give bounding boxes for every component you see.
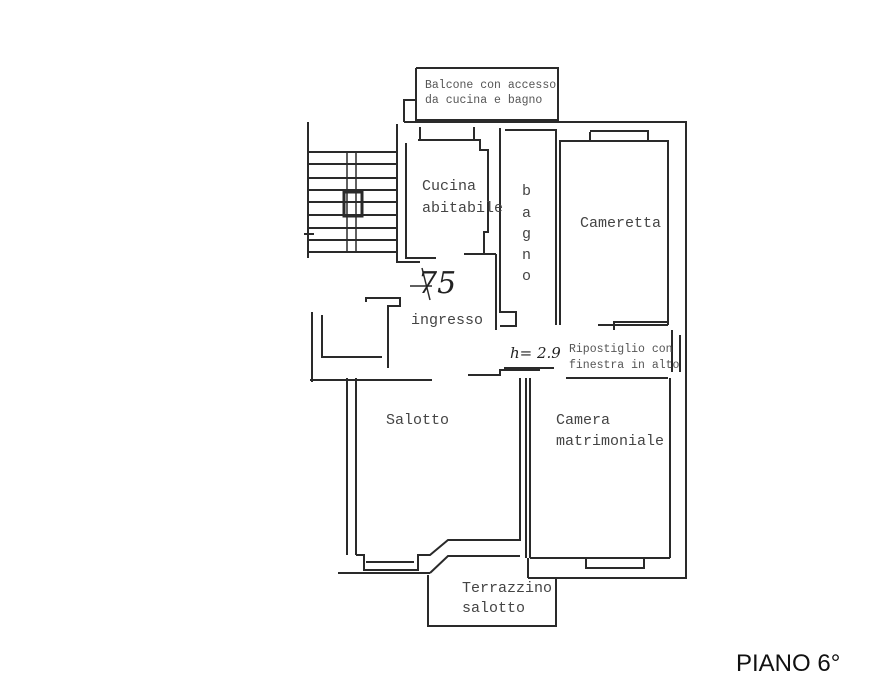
- master-bedroom-label-line2: matrimoniale: [556, 433, 665, 450]
- terrace-walls: [427, 575, 557, 627]
- bathroom-walls: [499, 128, 557, 327]
- terrace-label-line1: Terrazzino: [462, 580, 553, 597]
- storage-label-line1: Ripostiglio con: [569, 343, 673, 356]
- kitchen-label-line2: abitabile: [422, 200, 504, 217]
- floor-level-title: PIANO 6°: [736, 650, 841, 677]
- entrance-label: ingresso: [411, 312, 484, 329]
- outer-walls: [404, 121, 687, 579]
- kitchen-walls: [396, 124, 497, 330]
- staircase: [304, 122, 397, 258]
- balcony-label-line1: Balcone con accesso: [425, 79, 557, 92]
- area-annotation-stroke: [410, 267, 432, 301]
- living-room-walls: [338, 378, 521, 574]
- kitchen-label-line1: Cucina: [422, 178, 477, 195]
- bathroom-label-n: n: [522, 247, 532, 264]
- balcony-outline: [403, 67, 559, 122]
- master-bedroom-label-line1: Camera: [556, 412, 611, 429]
- storage-label-line2: finestra in alto: [569, 359, 680, 372]
- small-bedroom-label: Cameretta: [580, 215, 662, 232]
- terrace-label-line2: salotto: [462, 600, 526, 617]
- small-bedroom-walls: [559, 130, 668, 326]
- entrance-walls: [310, 297, 554, 382]
- master-bedroom-walls: [525, 378, 670, 578]
- bathroom-label-o: o: [522, 268, 532, 285]
- bathroom-label-g: g: [522, 226, 532, 243]
- ceiling-height-annotation: h= 2.9: [510, 344, 561, 362]
- area-annotation: 75: [418, 266, 457, 301]
- balcony-label-line2: da cucina e bagno: [425, 94, 543, 107]
- living-room-label: Salotto: [386, 412, 450, 429]
- bathroom-label-b: b: [522, 183, 532, 200]
- bathroom-label-a: a: [522, 205, 532, 222]
- storage-walls: [566, 321, 668, 379]
